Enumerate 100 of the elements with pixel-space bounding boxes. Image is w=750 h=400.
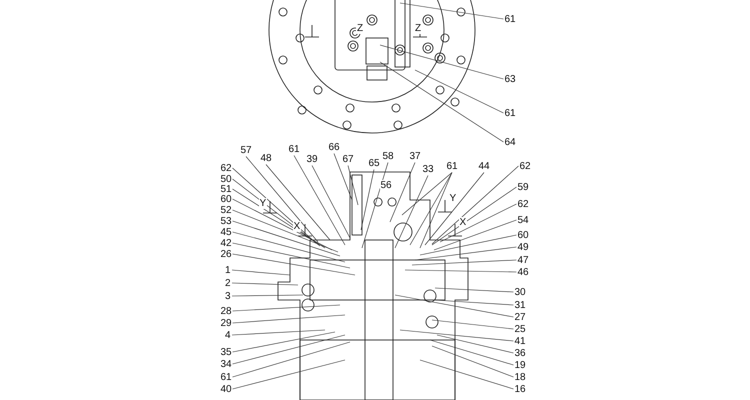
callout-number: 52: [220, 204, 232, 216]
callout-number: 40: [220, 384, 232, 394]
callout-number: 4: [225, 330, 231, 340]
leader-line: [400, 2, 504, 20]
leader-line: [434, 288, 514, 292]
leader-line: [246, 156, 318, 242]
callout-number: 57: [240, 144, 252, 156]
callout-number: 63: [504, 74, 516, 84]
callout-number: 27: [514, 312, 526, 322]
section-letter: Y: [448, 192, 458, 204]
leader-line: [394, 175, 428, 248]
leader-line: [432, 186, 517, 246]
callout-number: 60: [220, 194, 232, 204]
section-letter: Z: [356, 22, 364, 34]
leader-line: [430, 340, 514, 366]
callout-number: 61: [220, 372, 232, 382]
callout-number: 59: [518, 182, 529, 192]
leader-line: [232, 332, 336, 352]
leader-line: [232, 314, 346, 324]
callout-number: 62: [518, 198, 529, 210]
leader-line: [440, 204, 517, 242]
callout-number: 18: [514, 372, 526, 382]
callout-number: 66: [328, 142, 340, 152]
callout-number: 61: [446, 160, 458, 172]
callout-number: 64: [504, 136, 516, 148]
leader-line: [432, 166, 519, 244]
callout-number: 37: [410, 150, 421, 162]
leader-line: [232, 210, 338, 252]
callout-number: 48: [260, 152, 272, 164]
callout-number: 29: [220, 318, 232, 328]
callout-number: 60: [518, 230, 529, 240]
leader-line: [410, 172, 452, 246]
callout-number: 61: [288, 144, 300, 154]
callout-number: 2: [225, 278, 231, 288]
leader-line: [362, 162, 388, 248]
callout-number: 28: [220, 306, 232, 316]
leader-line: [232, 270, 290, 276]
leader-line: [380, 44, 504, 80]
callout-number: 58: [382, 150, 394, 162]
leader-line: [404, 270, 517, 272]
leader-line: [232, 188, 326, 248]
callout-number: 61: [504, 14, 516, 24]
callout-number: 26: [220, 248, 232, 260]
callout-number: 53: [220, 216, 232, 226]
leader-line: [432, 346, 514, 378]
leader-line: [432, 320, 514, 330]
callout-number: 1: [225, 264, 231, 276]
leader-line: [434, 300, 514, 306]
leader-line: [380, 62, 504, 142]
leader-line: [414, 246, 517, 260]
callout-number: 33: [422, 164, 434, 174]
leader-line: [348, 165, 358, 206]
callout-number: 31: [514, 300, 526, 310]
leader-line: [232, 232, 346, 262]
callout-number: 51: [220, 184, 232, 194]
callout-number: 65: [368, 158, 380, 168]
leader-line: [312, 165, 350, 238]
leader-line: [394, 294, 514, 318]
leader-line: [420, 172, 452, 248]
leader-line: [232, 304, 340, 312]
callout-number: 3: [225, 290, 231, 302]
section-letter: 56: [380, 180, 393, 190]
section-letter: Y: [258, 198, 268, 208]
leader-line: [420, 234, 517, 256]
leader-line: [232, 178, 320, 246]
leader-line: [390, 162, 416, 222]
callout-number: 41: [514, 336, 526, 346]
leader-line: [232, 294, 304, 296]
callout-number: 25: [514, 324, 526, 334]
callout-number: 62: [220, 162, 232, 174]
callout-number: 39: [306, 154, 318, 164]
leader-line: [334, 153, 352, 200]
callout-number: 47: [518, 254, 529, 266]
leader-line: [232, 220, 340, 256]
leader-line: [232, 342, 350, 378]
leader-line: [232, 254, 356, 276]
callout-number: 19: [514, 360, 526, 370]
leader-line: [294, 155, 346, 246]
callout-number: 36: [514, 348, 526, 358]
callout-number: 49: [518, 242, 529, 252]
callout-number: 42: [220, 238, 232, 248]
leader-line: [436, 334, 514, 354]
callout-number: 67: [342, 154, 354, 164]
leader-line: [360, 169, 374, 230]
callout-number: 30: [514, 286, 526, 298]
section-letter: X: [292, 220, 302, 232]
leader-line: [232, 242, 350, 268]
leader-line: [424, 172, 484, 246]
leader-line: [420, 360, 514, 390]
leader-line: [434, 220, 517, 250]
callout-number: 54: [518, 214, 529, 226]
section-letter: Z: [414, 22, 422, 34]
callout-number: 45: [220, 226, 232, 238]
callout-number: 62: [520, 160, 531, 172]
leader-line: [232, 360, 346, 390]
leader-line: [414, 70, 504, 114]
leader-line: [400, 330, 514, 342]
leader-line: [232, 334, 346, 364]
callout-number: 50: [220, 174, 232, 184]
leader-line: [412, 260, 517, 266]
